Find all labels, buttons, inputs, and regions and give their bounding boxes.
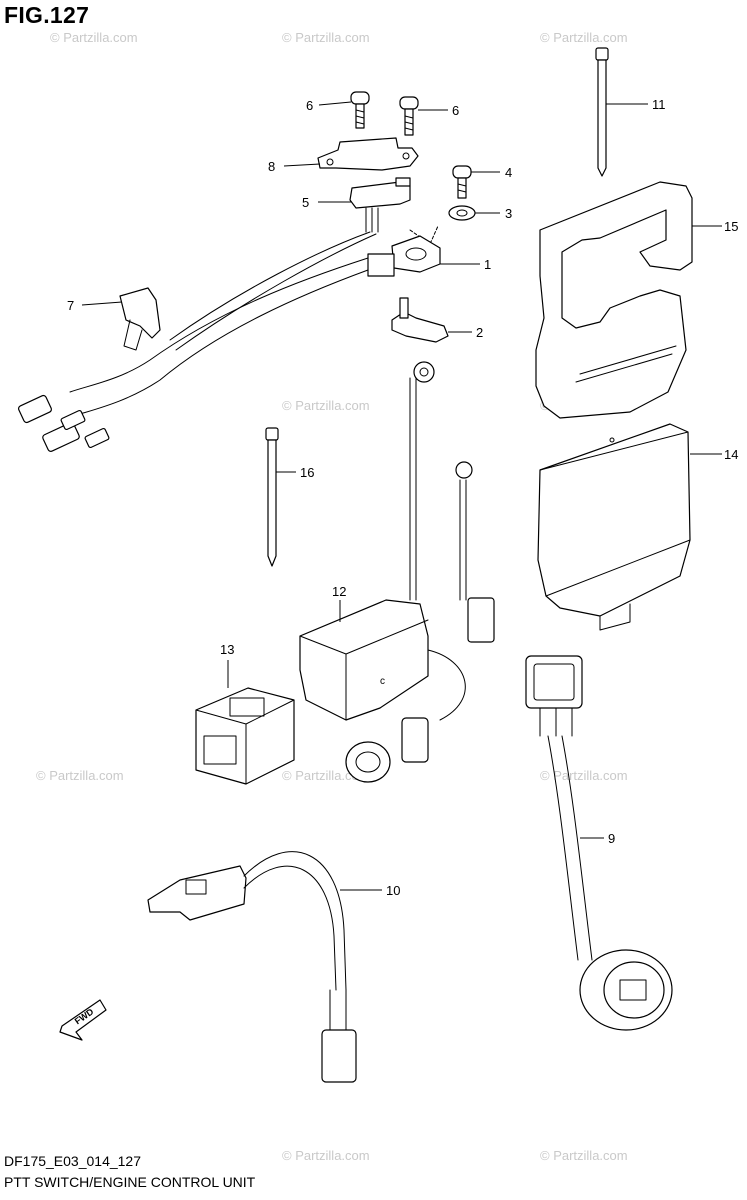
watermark-text: © Partzilla.com [282, 1148, 370, 1163]
harness-connector-icon [321, 1029, 357, 1083]
callout-1: 1 [484, 257, 491, 272]
part-9-harness[interactable]: 9 [525, 655, 673, 1031]
diagram-code: DF175_E03_014_127 [4, 1153, 142, 1169]
part-6-screw-left[interactable]: 6 [306, 91, 370, 129]
watermark-text: © Partzilla.com [50, 30, 138, 45]
washer-icon [448, 205, 476, 221]
screw-head-icon [452, 165, 472, 179]
part-16-cable-tie[interactable]: 16 [265, 427, 314, 567]
part-1-ptt-sensor[interactable]: 1 [367, 235, 491, 277]
bracket-icon [317, 137, 419, 171]
clamp-icon [119, 287, 161, 339]
watermark-text: © Partzilla.com [540, 30, 628, 45]
callout-5: 5 [302, 195, 309, 210]
callout-6b: 6 [452, 103, 459, 118]
ring-terminal-icon [413, 361, 435, 383]
callout-16: 16 [300, 465, 314, 480]
callout-11: 11 [652, 97, 666, 112]
callout-10: 10 [386, 883, 400, 898]
watermark-text: © Partzilla.com [282, 30, 370, 45]
ecu-cover-icon [535, 181, 693, 419]
part-3-washer[interactable]: 3 [448, 205, 512, 221]
watermark-text: © Partzilla.com [282, 398, 370, 413]
assembly-guide-line [409, 225, 439, 245]
watermark-text: © Partzilla.com [540, 768, 628, 783]
part-8-bracket[interactable]: 8 [268, 137, 419, 174]
ring-terminal-icon [455, 461, 473, 479]
part-15-ecu-cover[interactable]: 15 [535, 181, 738, 419]
relay-connector-icon [467, 597, 495, 643]
switch-body-icon [147, 865, 247, 921]
harness-connector-icon [17, 394, 53, 424]
callout-3: 3 [505, 206, 512, 221]
callout-13: 13 [220, 642, 234, 657]
callout-15: 15 [724, 219, 738, 234]
part-4-screw[interactable]: 4 [452, 165, 512, 199]
part-6-screw-right[interactable]: 6 [399, 96, 459, 136]
switch-tab-icon [395, 177, 411, 187]
screw-head-icon [350, 91, 370, 105]
figure-title: FIG.127 [4, 2, 90, 28]
part-13-cap[interactable]: 13 [195, 642, 295, 785]
forward-arrow-icon [59, 999, 107, 1041]
callout-4: 4 [505, 165, 512, 180]
part-14-ecu[interactable]: 14 [537, 423, 738, 631]
part-11-cable-tie[interactable]: 11 [595, 47, 666, 177]
cable-tie-head-icon [595, 47, 609, 61]
sensor-harness [17, 231, 377, 452]
watermark-text: © Partzilla.com [282, 768, 370, 783]
relay-body-icon [299, 599, 429, 721]
screw-shank-icon [457, 177, 467, 199]
relay-plug-icon [401, 717, 429, 763]
callout-2: 2 [476, 325, 483, 340]
callout-7: 7 [67, 298, 74, 313]
harness-connector-icon [525, 655, 583, 709]
part-10-harness[interactable]: 10 [147, 851, 400, 1083]
svg-text:c: c [380, 676, 385, 687]
part-12-relay[interactable]: c 12 [299, 361, 495, 783]
screw-head-icon [399, 96, 419, 110]
callout-8: 8 [268, 159, 275, 174]
part-5-switch[interactable]: 5 [302, 177, 411, 233]
ptt-sensor-icon [391, 235, 441, 273]
callout-6a: 6 [306, 98, 313, 113]
part-7-clamp[interactable]: 7 [67, 287, 161, 351]
cable-tie-strap-icon [267, 439, 277, 567]
part-2-lever[interactable]: 2 [391, 297, 483, 343]
relay-socket-icon [345, 741, 391, 783]
harness-connector-icon [42, 422, 80, 452]
sensor-connector-icon [367, 253, 395, 277]
diagram-caption: PTT SWITCH/ENGINE CONTROL UNIT [4, 1174, 256, 1190]
callout-14: 14 [724, 447, 738, 462]
watermark-text: © Partzilla.com [36, 768, 124, 783]
fwd-arrow: FWD [59, 999, 107, 1041]
watermark-text: © Partzilla.com [540, 1148, 628, 1163]
cable-tie-strap-icon [597, 59, 607, 177]
cable-tie-head-icon [265, 427, 279, 441]
callout-12: 12 [332, 584, 346, 599]
lever-pin-icon [399, 297, 409, 319]
ecu-icon [537, 423, 691, 617]
callout-9: 9 [608, 831, 615, 846]
